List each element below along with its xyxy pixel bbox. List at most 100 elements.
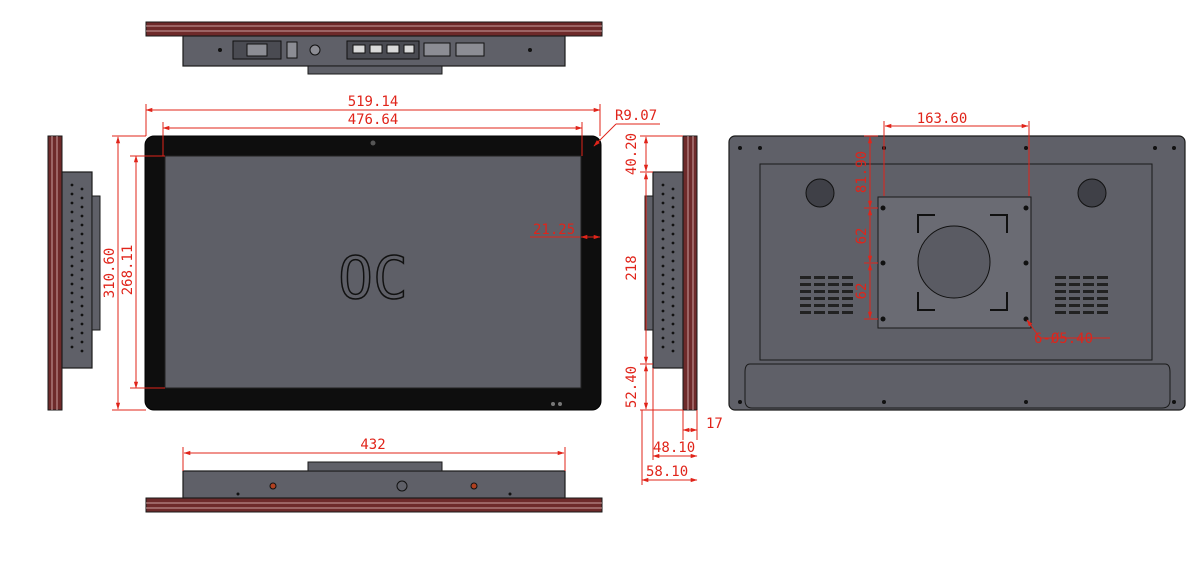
vesa-center-hole: [917, 225, 991, 299]
vent-slot: [1055, 276, 1066, 279]
vent-left: [800, 276, 853, 314]
dim-bottom-width: 432: [360, 437, 385, 453]
dim-bezel-side: 21.25: [533, 222, 575, 238]
vent-hole: [80, 232, 84, 236]
vent-slot: [1055, 311, 1066, 314]
vent-hole: [661, 309, 665, 313]
vent-hole: [80, 349, 84, 353]
rear-dimensions: 163.60 81.90 62 62 6-Ø5.40: [854, 111, 1110, 347]
vent-hole: [70, 255, 74, 259]
dim-vesa-top: 81.90: [854, 151, 870, 193]
vent-hole: [70, 327, 74, 331]
vent-slot: [814, 297, 825, 300]
vent-hole: [80, 205, 84, 209]
vent-slot: [1083, 304, 1094, 307]
switch-port: [286, 41, 298, 59]
dim-inner-height: 268.11: [120, 245, 136, 296]
vent-slot: [1069, 290, 1080, 293]
vent-hole: [70, 237, 74, 241]
vent-hole: [70, 282, 74, 286]
vent-slot: [1069, 304, 1080, 307]
vent-hole: [70, 264, 74, 268]
vent-slot: [1069, 297, 1080, 300]
vent-slot: [814, 283, 825, 286]
vent-hole: [671, 259, 675, 263]
top-view-frame: [145, 21, 603, 37]
dim-vesa-width: 163.60: [917, 111, 968, 127]
vent-slot: [800, 283, 811, 286]
serial-port: [455, 42, 485, 57]
vent-slot: [842, 304, 853, 307]
vent-hole: [80, 295, 84, 299]
vent-slot: [800, 297, 811, 300]
vent-slot: [1083, 297, 1094, 300]
bottom-view-bracket: [307, 461, 443, 472]
camera-dot: [370, 140, 376, 146]
vent-hole: [70, 228, 74, 232]
vent-hole: [70, 318, 74, 322]
dim-depth-b: 48.10: [653, 440, 695, 456]
vent-hole: [671, 214, 675, 218]
dim-depth-c: 58.10: [646, 464, 688, 480]
vent-hole: [70, 201, 74, 205]
vent-hole: [671, 340, 675, 344]
vent-slot: [828, 283, 839, 286]
speaker-right: [1077, 178, 1107, 208]
vent-hole: [80, 259, 84, 263]
rear-bottom-shelf: [744, 363, 1171, 409]
vent-hole: [661, 210, 665, 214]
vent-hole: [70, 336, 74, 340]
vent-slot: [1055, 297, 1066, 300]
dim-top-offset: 40.20: [624, 133, 640, 175]
vent-hole: [661, 291, 665, 295]
right-side-view: [644, 135, 698, 411]
rear-view: [728, 135, 1186, 411]
vent-hole: [661, 273, 665, 277]
dim-vesa-pitch-1: 62: [854, 228, 870, 245]
vent-hole: [70, 192, 74, 196]
vent-hole: [80, 313, 84, 317]
vent-slot: [1069, 276, 1080, 279]
vent-hole: [671, 250, 675, 254]
vent-hole: [671, 286, 675, 290]
right-view-housing: [652, 171, 684, 369]
vent-slot: [1097, 297, 1108, 300]
right-view-frame: [682, 135, 698, 411]
vent-slot: [814, 311, 825, 314]
left-view-housing: [61, 171, 93, 369]
vent-hole: [661, 282, 665, 286]
vent-hole: [661, 264, 665, 268]
vent-hole: [661, 336, 665, 340]
vent-hole: [80, 196, 84, 200]
vent-slot: [1083, 311, 1094, 314]
vent-hole: [671, 232, 675, 236]
vent-slot: [1069, 311, 1080, 314]
vent-slot: [1097, 276, 1108, 279]
vent-hole: [70, 246, 74, 250]
vent-slot: [800, 290, 811, 293]
top-view: [145, 21, 603, 75]
vent-hole: [70, 210, 74, 214]
vent-slot: [842, 276, 853, 279]
vent-slot: [1097, 283, 1108, 286]
dim-inner-width: 476.64: [348, 112, 399, 128]
left-view-frame: [47, 135, 63, 411]
vent-hole: [70, 273, 74, 277]
vent-hole: [671, 268, 675, 272]
vent-hole: [661, 192, 665, 196]
side-dimensions: 40.20 218 52.40 17 48.10 58.10: [624, 133, 723, 485]
dim-mount-span: 218: [624, 255, 640, 280]
vent-slot: [1055, 283, 1066, 286]
vent-hole: [661, 219, 665, 223]
top-view-bracket: [307, 65, 443, 75]
front-dimensions: 519.14 476.64 R9.07 310.60 268.11 21.25: [102, 94, 660, 411]
vent-slot: [800, 311, 811, 314]
vent-hole: [671, 277, 675, 281]
vent-slot: [828, 311, 839, 314]
vent-hole: [671, 196, 675, 200]
vent-slot: [1097, 311, 1108, 314]
vent-hole: [671, 322, 675, 326]
vent-slot: [1069, 283, 1080, 286]
dim-bottom-offset: 52.40: [624, 366, 640, 408]
